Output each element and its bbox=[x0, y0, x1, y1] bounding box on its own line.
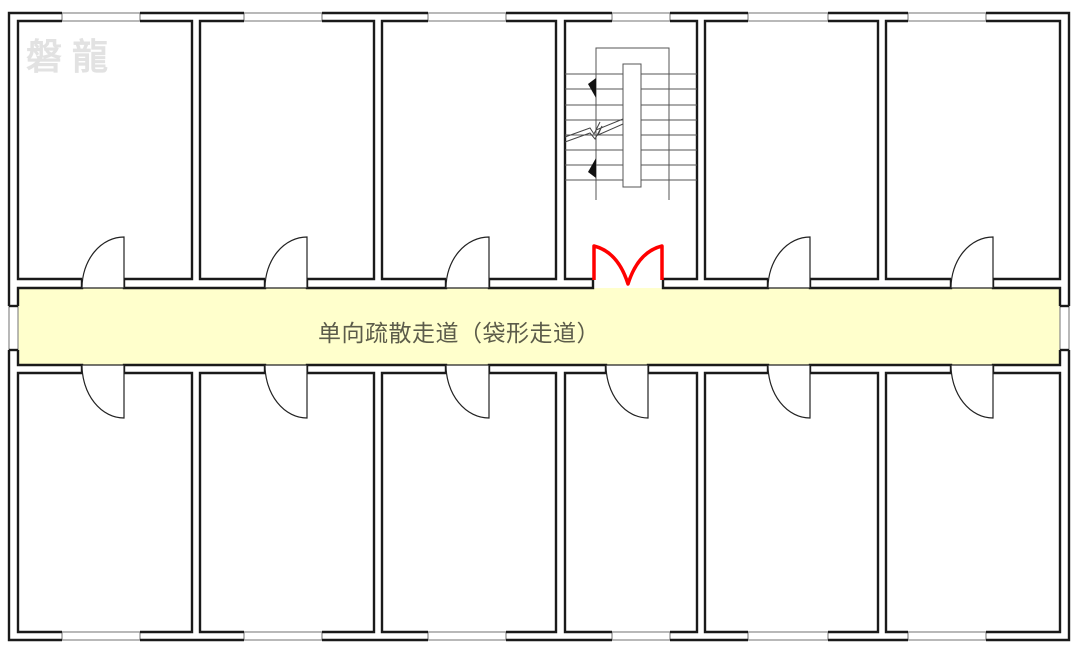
door-swing-icon bbox=[950, 236, 994, 289]
door-swing-icon bbox=[81, 236, 125, 289]
room-8 bbox=[198, 371, 265, 634]
bottom-windows bbox=[61, 631, 987, 641]
door-swing-icon bbox=[264, 364, 308, 419]
door-swing-icon bbox=[445, 364, 490, 419]
door-swing-icon bbox=[605, 364, 649, 419]
room-3 bbox=[380, 19, 446, 281]
arrow-icon bbox=[588, 158, 596, 178]
outer-walls bbox=[7, 11, 1071, 642]
corridor bbox=[18, 288, 1060, 365]
door-swing-icon bbox=[767, 236, 811, 289]
room-2 bbox=[198, 19, 265, 281]
door-swing-icon bbox=[445, 236, 490, 289]
east-end-window bbox=[1059, 305, 1070, 351]
door-swing-icon bbox=[767, 364, 811, 419]
arrow-icon bbox=[588, 78, 596, 98]
door-swing-icon bbox=[81, 364, 125, 419]
top-doors bbox=[81, 236, 994, 289]
room-5 bbox=[703, 19, 768, 281]
door-swing-icon bbox=[950, 364, 994, 419]
room-10 bbox=[563, 371, 612, 634]
door-swing-icon bbox=[264, 236, 308, 289]
room-12 bbox=[884, 371, 951, 634]
west-end-window bbox=[8, 305, 19, 351]
watermark-logo: 磐龍 bbox=[26, 37, 119, 78]
room-11 bbox=[703, 371, 768, 634]
bottom-rooms bbox=[16, 371, 1062, 634]
stair-exit-door-icon bbox=[592, 244, 664, 286]
room-7 bbox=[16, 371, 82, 634]
top-rooms bbox=[16, 19, 1062, 281]
corridor-label: 单向疏散走道（袋形走道） bbox=[318, 321, 600, 347]
bottom-doors bbox=[81, 364, 994, 419]
staircase-icon bbox=[564, 47, 697, 200]
room-6 bbox=[884, 19, 951, 281]
room-9 bbox=[380, 371, 446, 634]
top-windows bbox=[61, 12, 987, 22]
room-1 bbox=[16, 19, 82, 281]
